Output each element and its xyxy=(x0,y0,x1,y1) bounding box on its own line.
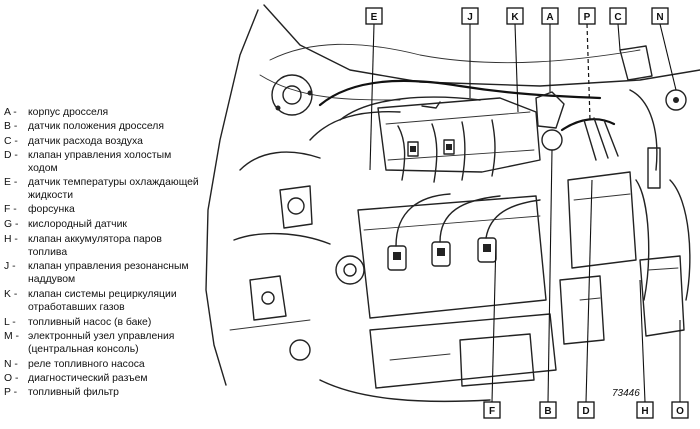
svg-text:B: B xyxy=(544,406,551,417)
legend-text: клапан управления резонансным наддувом xyxy=(28,261,189,285)
callout-tag-P: P xyxy=(578,7,596,25)
intake-plenum xyxy=(377,97,541,183)
legend-key: O xyxy=(4,373,13,384)
svg-text:E: E xyxy=(371,12,378,23)
valve-cover xyxy=(335,193,547,319)
legend-key: P xyxy=(4,387,11,398)
legend-text: реле топливного насоса xyxy=(28,359,145,370)
legend-key: D xyxy=(4,150,12,161)
legend-separator: - xyxy=(13,107,17,118)
legend-text: корпус дросселя xyxy=(28,107,109,118)
callout-tag-J: J xyxy=(461,7,479,25)
legend-text: форсунка xyxy=(28,204,75,215)
legend-text: диагностический разъем xyxy=(28,373,148,384)
legend-separator: - xyxy=(14,136,18,147)
legend-text: датчик положения дросселя xyxy=(28,121,164,132)
callout-tag-A: A xyxy=(541,7,559,25)
legend-text: электронный узел управления (центральная… xyxy=(28,331,175,355)
right-components xyxy=(619,45,691,337)
legend-separator: - xyxy=(12,261,16,272)
legend-key: B xyxy=(4,121,11,132)
callout-tag-E: E xyxy=(365,7,383,25)
legend-text: клапан аккумулятора паров топлива xyxy=(28,234,162,258)
legend-key: N xyxy=(4,359,12,370)
callout-tag-O: O xyxy=(671,401,689,419)
legend-text: кислородный датчик xyxy=(28,219,127,230)
svg-text:D: D xyxy=(582,406,589,417)
legend-key: E xyxy=(4,177,11,188)
callout-tag-H: H xyxy=(636,401,654,419)
legend-key: A xyxy=(4,107,11,118)
legend-separator: - xyxy=(14,373,19,384)
legend-text: клапан системы рециркуляции отработавших… xyxy=(28,289,177,313)
legend-separator: - xyxy=(13,387,18,398)
svg-text:A: A xyxy=(546,12,553,23)
legend-key: H xyxy=(4,234,12,245)
legend-separator: - xyxy=(14,234,18,245)
legend-separator: - xyxy=(15,331,20,342)
callout-tag-F: F xyxy=(483,401,501,419)
legend-separator: - xyxy=(12,317,16,328)
legend-text: датчик температуры охлаждающей жидкости xyxy=(28,177,199,201)
engine-bay-drawing: E J K A P C N F B D H O 7 xyxy=(205,4,700,419)
top-hoses xyxy=(309,79,602,141)
svg-text:O: O xyxy=(676,406,684,417)
callout-tag-C: C xyxy=(609,7,627,25)
strut-tower xyxy=(271,74,313,116)
legend-key: K xyxy=(4,289,11,300)
legend-key: G xyxy=(4,219,13,230)
legend-key: M xyxy=(4,331,13,342)
throttle-body xyxy=(535,91,650,301)
legend-separator: - xyxy=(14,359,18,370)
legend-separator: - xyxy=(13,204,17,215)
callout-tag-D: D xyxy=(577,401,595,419)
reference-number: 73446 xyxy=(612,388,640,399)
legend-separator: - xyxy=(13,289,18,300)
lower-area xyxy=(319,275,605,403)
legend-separator: - xyxy=(13,177,18,188)
svg-text:H: H xyxy=(641,406,648,417)
svg-text:N: N xyxy=(656,12,663,23)
legend-key: J xyxy=(4,261,10,272)
left-auxiliaries xyxy=(229,151,331,361)
legend-key: L xyxy=(4,317,10,328)
legend-key: C xyxy=(4,136,12,147)
legend-separator: - xyxy=(14,219,19,230)
legend-separator: - xyxy=(13,121,18,132)
svg-text:C: C xyxy=(614,12,621,23)
legend-text: топливный насос (в баке) xyxy=(28,317,152,328)
legend-separator: - xyxy=(14,150,18,161)
svg-text:P: P xyxy=(584,12,591,23)
svg-text:K: K xyxy=(511,12,519,23)
legend-text: датчик расхода воздуха xyxy=(28,136,143,147)
callout-tag-B: B xyxy=(539,401,557,419)
legend-key: F xyxy=(4,204,11,215)
callout-tag-N: N xyxy=(651,7,669,25)
svg-text:F: F xyxy=(489,406,495,417)
legend-text: клапан управления холостым ходом xyxy=(28,150,172,174)
leader-lines xyxy=(369,23,681,403)
svg-text:J: J xyxy=(467,12,473,23)
callout-tag-K: K xyxy=(506,7,524,25)
legend-text: топливный фильтр xyxy=(28,387,119,398)
